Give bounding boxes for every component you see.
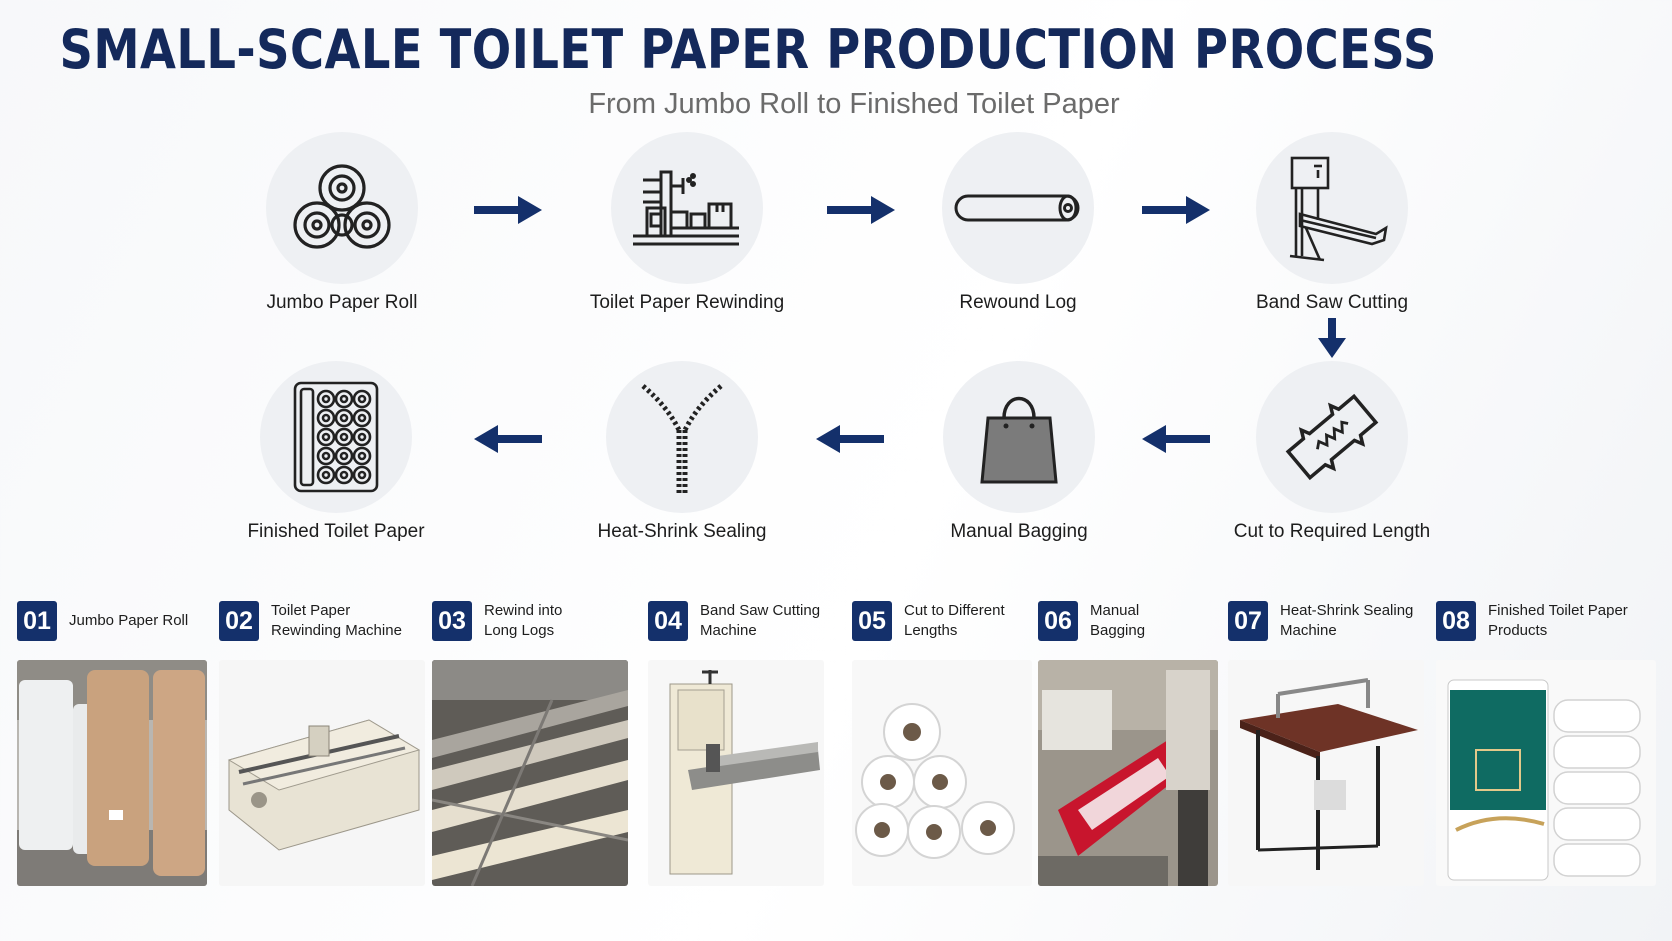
card-caption: Rewind into Long Logs	[484, 601, 562, 641]
caption-line: Machine	[700, 622, 757, 639]
card-caption: Band Saw Cutting Machine	[700, 601, 820, 641]
arrow-down-icon	[1318, 318, 1346, 358]
process-card-04: 04 Band Saw Cutting Machine	[648, 592, 824, 902]
caption-line: Products	[1488, 622, 1548, 639]
step-circle	[260, 361, 412, 513]
card-header: 07 Heat-Shrink Sealing Machine	[1228, 592, 1424, 650]
step-label: Finished Toilet Paper	[247, 521, 425, 542]
photo-cut-rolls	[852, 660, 1032, 886]
card-caption: Manual Bagging	[1090, 601, 1145, 641]
card-caption: Cut to Different Lengths	[904, 601, 1005, 641]
photo-rewinding-machine	[219, 660, 425, 886]
caption-line: Rewinding Machine	[271, 622, 402, 639]
flow-step-rewinding: Toilet Paper Rewinding	[567, 132, 807, 314]
process-card-01: 01 Jumbo Paper Roll	[17, 592, 207, 902]
step-number-badge: 08	[1436, 601, 1476, 641]
flow-step-heat-shrink: Heat-Shrink Sealing	[562, 361, 802, 543]
arrow-right-icon	[474, 196, 542, 224]
page-title: SMALL-SCALE TOILET PAPER PRODUCTION PROC…	[59, 18, 1437, 81]
card-caption: Toilet Paper Rewinding Machine	[271, 601, 402, 641]
step-circle	[943, 361, 1095, 513]
step-label: Rewound Log	[959, 292, 1077, 313]
step-number-badge: 06	[1038, 601, 1078, 641]
step-label: Toilet Paper Rewinding	[589, 292, 785, 313]
flow-step-bagging: Manual Bagging	[899, 361, 1139, 543]
flow-step-jumbo-roll: Jumbo Paper Roll	[222, 132, 462, 314]
caption-line: Bagging	[1090, 622, 1146, 639]
card-caption: Finished Toilet Paper Products	[1488, 601, 1628, 641]
step-number-badge: 02	[219, 601, 259, 641]
process-card-08: 08 Finished Toilet Paper Products	[1436, 592, 1656, 902]
flow-step-rewound-log: Rewound Log	[898, 132, 1138, 314]
band-saw-icon	[1289, 156, 1388, 262]
caption-line: Finished Toilet Paper	[1488, 602, 1628, 619]
step-label: Cut to Required Length	[1233, 521, 1431, 542]
step-circle	[606, 361, 758, 513]
step-circle	[1256, 361, 1408, 513]
step-number-badge: 05	[852, 601, 892, 641]
caption-line: Toilet Paper	[271, 602, 351, 619]
step-circle	[611, 132, 763, 284]
step-circle	[266, 132, 418, 284]
step-label: Manual Bagging	[950, 521, 1088, 542]
card-header: 06 Manual Bagging	[1038, 592, 1220, 650]
arrow-right-icon	[827, 196, 895, 224]
card-header: 01 Jumbo Paper Roll	[17, 592, 207, 650]
card-header: 05 Cut to Different Lengths	[852, 592, 1032, 650]
card-header: 02 Toilet Paper Rewinding Machine	[219, 592, 425, 650]
blade-icon	[1285, 393, 1379, 481]
photo-long-logs	[432, 660, 628, 886]
bag-icon	[980, 396, 1058, 484]
arrow-left-icon	[1142, 425, 1210, 453]
step-number-badge: 04	[648, 601, 688, 641]
process-card-03: 03 Rewind into Long Logs	[432, 592, 630, 902]
arrow-left-icon	[816, 425, 884, 453]
step-number-badge: 01	[17, 601, 57, 641]
caption-line: Jumbo Paper Roll	[69, 612, 189, 629]
arrow-right-icon	[1142, 196, 1210, 224]
step-number-badge: 07	[1228, 601, 1268, 641]
caption-line: Cut to Different	[904, 602, 1005, 619]
roll-pack-icon	[293, 381, 379, 493]
photo-band-saw	[648, 660, 824, 886]
step-label: Heat-Shrink Sealing	[597, 521, 767, 542]
step-label: Band Saw Cutting	[1255, 292, 1409, 313]
step-label: Jumbo Paper Roll	[266, 292, 418, 313]
page-subtitle: From Jumbo Roll to Finished Toilet Paper	[588, 88, 1120, 120]
process-card-02: 02 Toilet Paper Rewinding Machine	[219, 592, 425, 902]
process-card-06: 06 Manual Bagging	[1038, 592, 1220, 902]
zipper-icon	[641, 384, 723, 496]
caption-line: Manual	[1090, 602, 1140, 619]
rewinding-machine-icon	[633, 170, 739, 246]
step-number-badge: 03	[432, 601, 472, 641]
process-card-05: 05 Cut to Different Lengths	[852, 592, 1032, 902]
photo-jumbo-rolls	[17, 660, 207, 886]
photo-finished-products	[1436, 660, 1656, 886]
card-caption: Heat-Shrink Sealing Machine	[1280, 601, 1413, 641]
log-icon	[954, 194, 1080, 222]
caption-line: Rewind into	[484, 602, 563, 619]
caption-line: Heat-Shrink Sealing	[1280, 602, 1414, 619]
card-header: 04 Band Saw Cutting Machine	[648, 592, 824, 650]
step-circle	[942, 132, 1094, 284]
step-circle	[1256, 132, 1408, 284]
card-header: 08 Finished Toilet Paper Products	[1436, 592, 1656, 650]
paper-rolls-icon	[293, 164, 391, 249]
process-card-07: 07 Heat-Shrink Sealing Machine	[1228, 592, 1424, 902]
flow-step-finished: Finished Toilet Paper	[216, 361, 456, 543]
caption-line: Lengths	[904, 622, 958, 639]
arrow-left-icon	[474, 425, 542, 453]
photo-heat-shrink-machine	[1228, 660, 1424, 886]
flow-step-cut-length: Cut to Required Length	[1212, 361, 1452, 543]
photo-manual-bagging	[1038, 660, 1218, 886]
caption-line: Band Saw Cutting	[700, 602, 821, 619]
flow-step-band-saw: Band Saw Cutting	[1212, 132, 1452, 314]
card-caption: Jumbo Paper Roll	[69, 611, 188, 631]
caption-line: Machine	[1280, 622, 1337, 639]
card-header: 03 Rewind into Long Logs	[432, 592, 630, 650]
caption-line: Long Logs	[484, 622, 555, 639]
